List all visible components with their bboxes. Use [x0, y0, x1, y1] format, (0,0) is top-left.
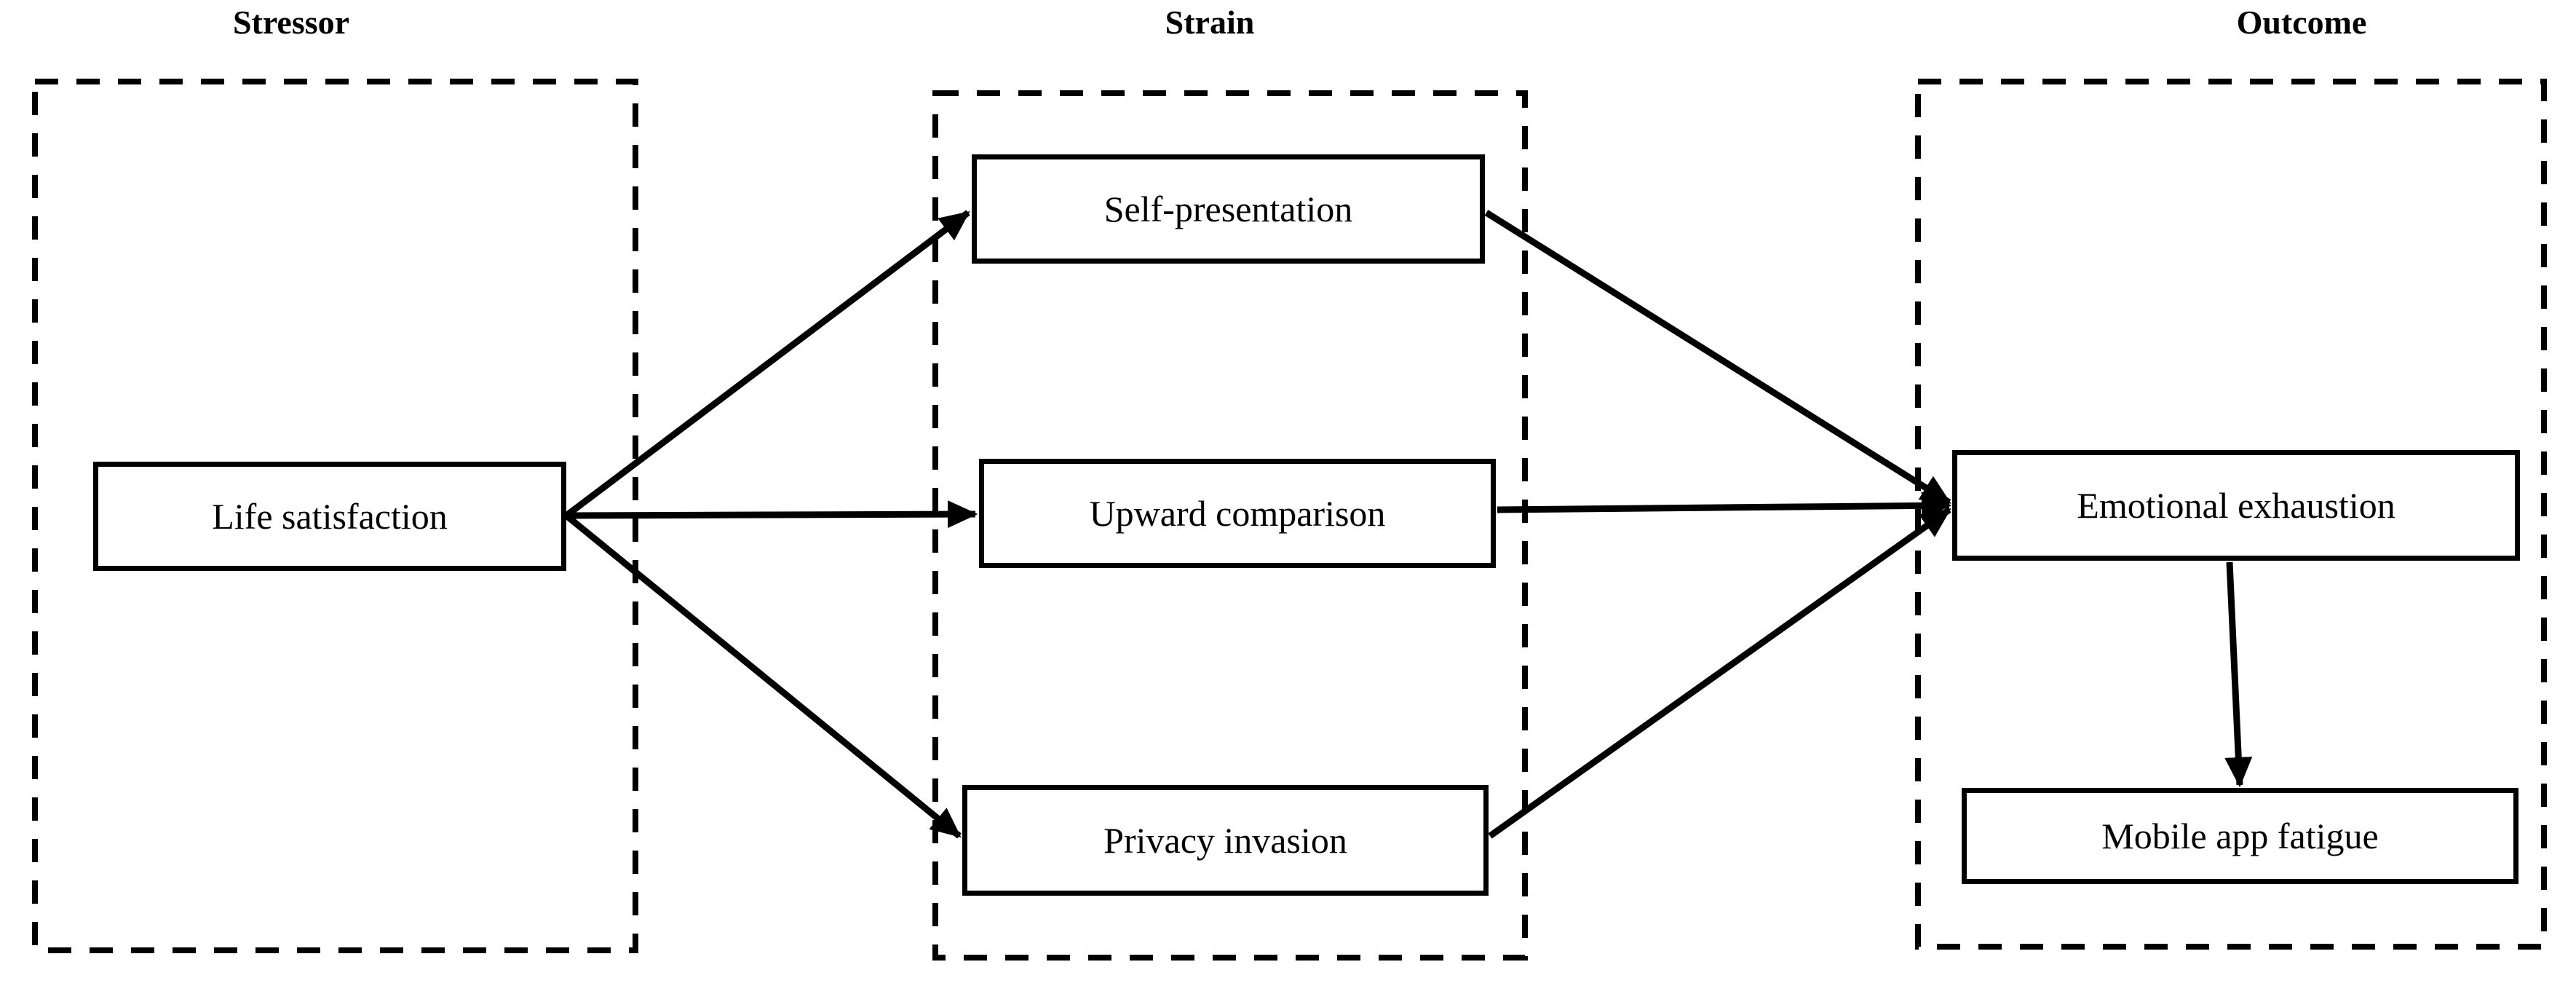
group-header-strain: Strain: [1165, 4, 1255, 41]
node-mobile-app-fatigue[interactable]: Mobile app fatigue: [1962, 788, 2518, 884]
node-upward-comparison[interactable]: Upward comparison: [979, 459, 1496, 568]
node-emotional-exhaustion[interactable]: Emotional exhaustion: [1952, 450, 2520, 561]
edge-privacy-invasion-to-emotional-exhaustion: [1488, 507, 1951, 839]
edge-life-satisfaction-to-self-presentation: [564, 210, 970, 518]
group-header-outcome: Outcome: [2236, 4, 2367, 41]
edge-self-presentation-to-emotional-exhaustion: [1484, 210, 1951, 505]
edge-upward-comparison-to-emotional-exhaustion: [1497, 492, 1952, 520]
node-self-presentation[interactable]: Self-presentation: [972, 154, 1485, 264]
node-label: Emotional exhaustion: [2077, 484, 2395, 526]
node-privacy-invasion[interactable]: Privacy invasion: [962, 785, 1489, 896]
node-label: Privacy invasion: [1103, 819, 1347, 861]
node-label: Life satisfaction: [212, 495, 448, 537]
node-label: Self-presentation: [1103, 188, 1353, 229]
group-container-strain: [932, 90, 1528, 961]
node-label: Mobile app fatigue: [2101, 815, 2379, 856]
edge-emotional-exhaustion-to-mobile-app-fatigue: [2224, 561, 2253, 788]
node-life-satisfaction[interactable]: Life satisfaction: [93, 462, 566, 571]
edge-life-satisfaction-to-upward-comparison: [566, 500, 978, 529]
group-container-stressor: [32, 79, 638, 953]
group-container-outcome: [1915, 79, 2547, 950]
edge-life-satisfaction-to-privacy-invasion: [564, 513, 962, 839]
group-header-stressor: Stressor: [232, 4, 350, 41]
node-label: Upward comparison: [1089, 492, 1386, 534]
